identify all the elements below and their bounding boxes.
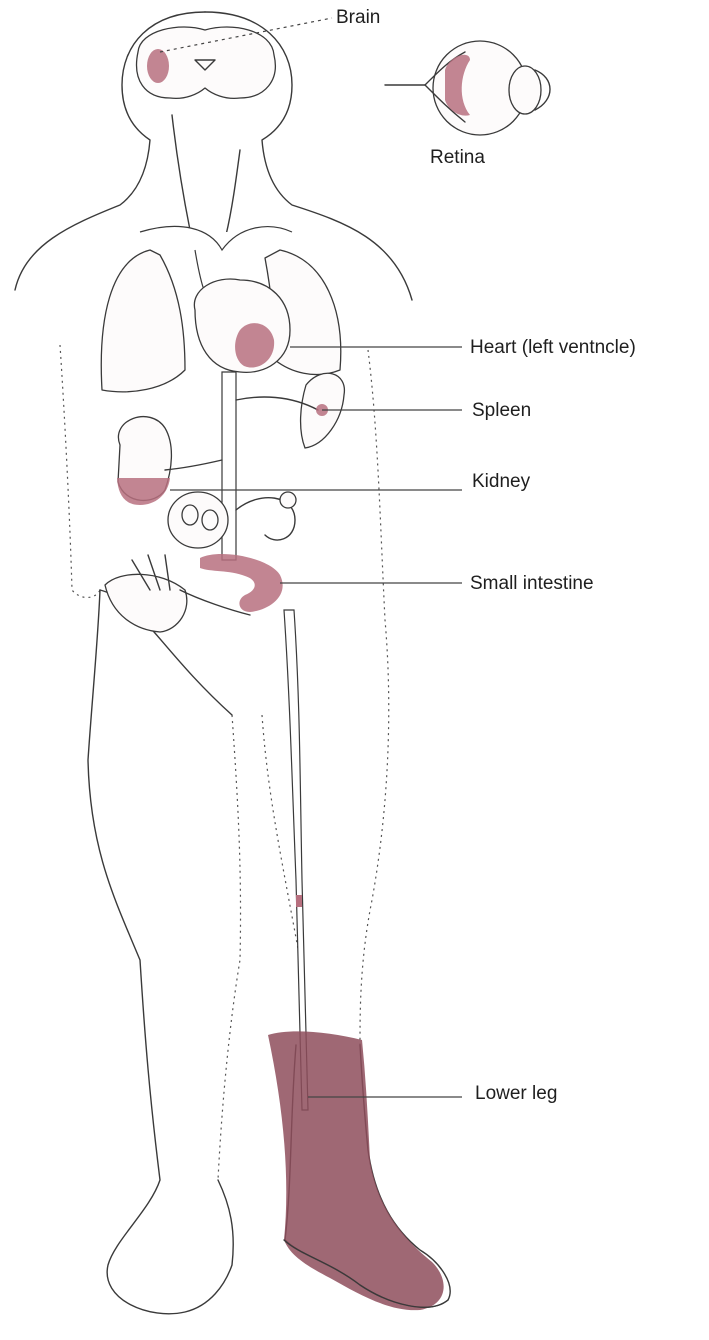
label-retina: Retina — [430, 148, 485, 167]
body-outline — [15, 12, 450, 1314]
label-small-intestine: Small intestine — [470, 574, 594, 593]
brain-infarct — [147, 49, 169, 83]
spleen-drawing — [236, 373, 344, 448]
brain-drawing — [137, 27, 276, 235]
label-heart: Heart (left ventncle) — [470, 338, 636, 357]
label-spleen: Spleen — [472, 401, 531, 420]
intestine-drawing — [105, 492, 296, 632]
label-brain: Brain — [336, 8, 380, 27]
label-lower-leg: Lower leg — [475, 1084, 557, 1103]
kidney-infarct — [117, 478, 170, 505]
label-kidney: Kidney — [472, 472, 530, 491]
lower-leg-gangrene — [268, 1031, 444, 1310]
kidney-drawing — [117, 417, 222, 505]
eye-drawing — [385, 41, 550, 135]
